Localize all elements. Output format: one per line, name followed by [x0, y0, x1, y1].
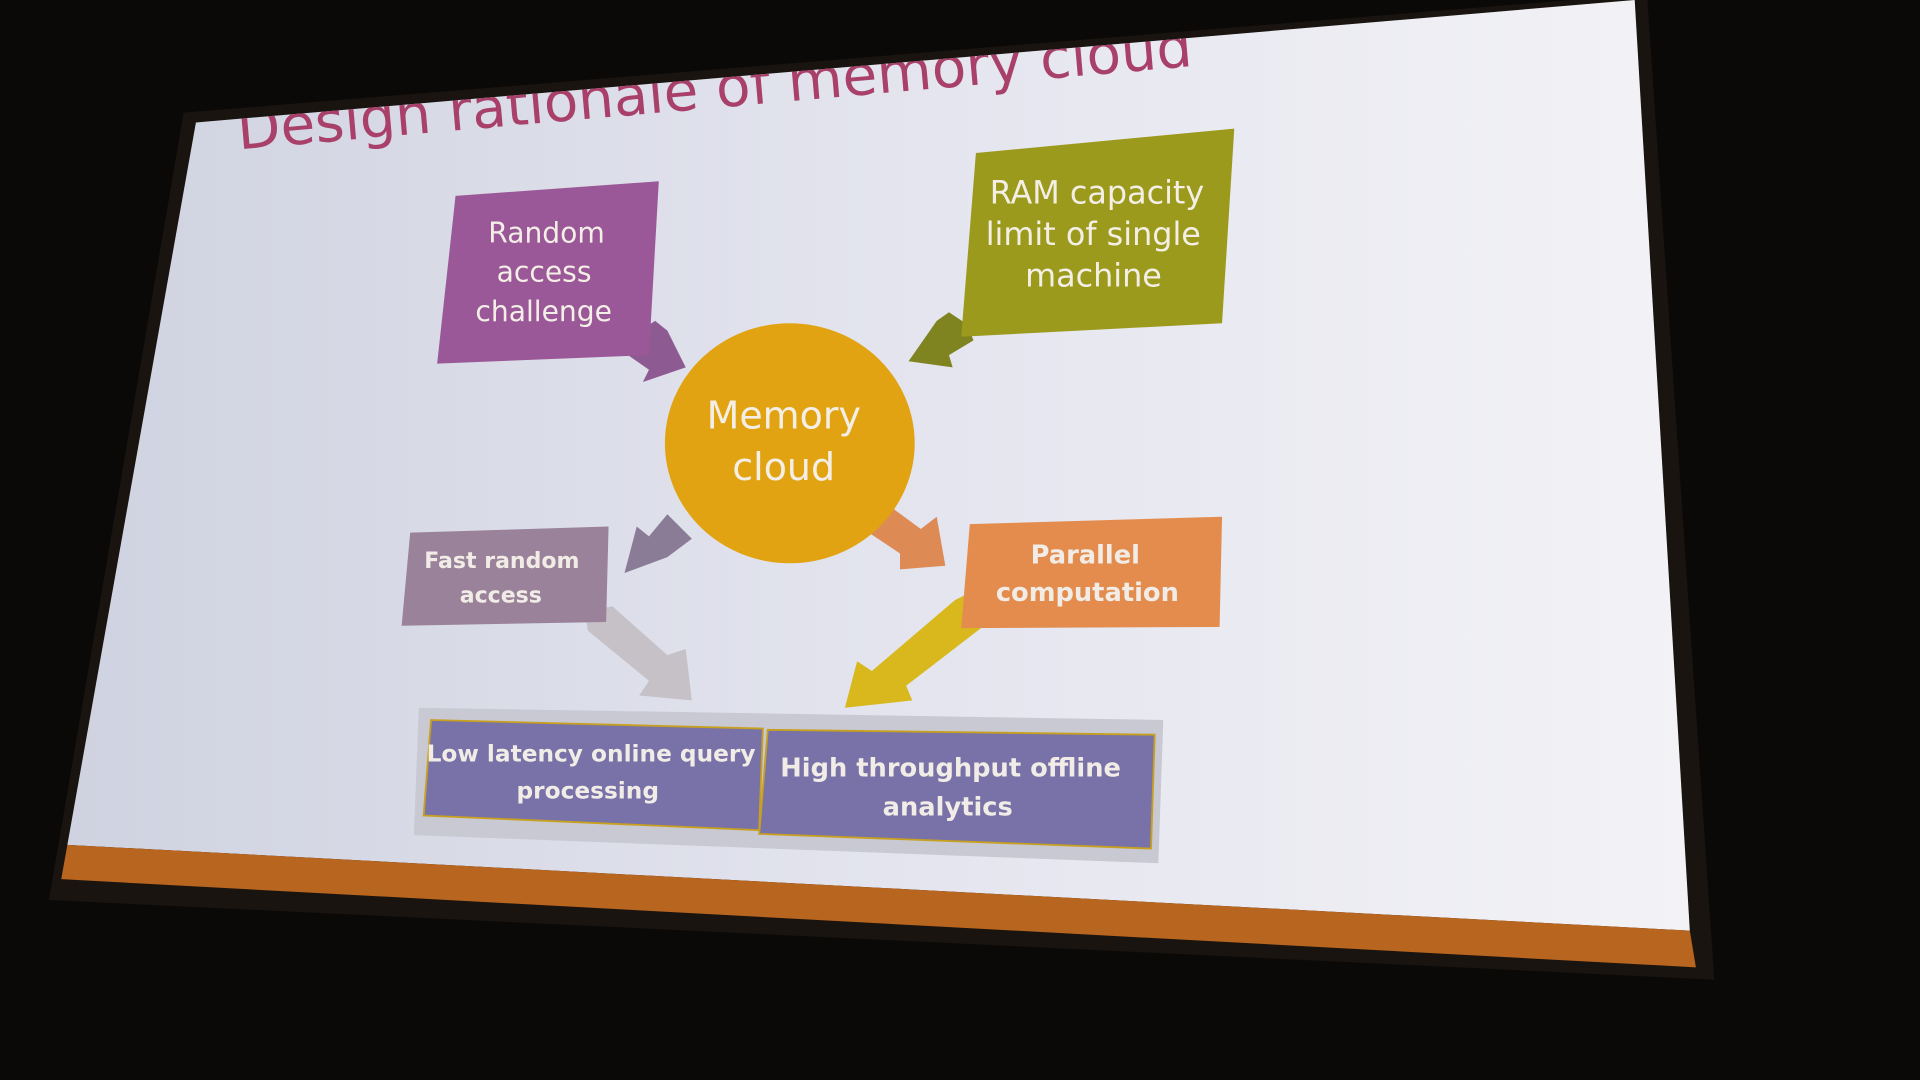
parallel-computation-label: Parallel computation	[996, 540, 1179, 608]
box-high-throughput-analytics	[758, 728, 1156, 850]
arrow-fast-random-to-outcomes	[585, 606, 692, 701]
ram-capacity-label: RAM capacity limit of single machine	[986, 173, 1215, 294]
arrow-parallel-to-outcomes	[844, 593, 986, 708]
box-parallel-computation	[961, 516, 1223, 629]
box-random-access-challenge	[437, 181, 659, 364]
circle-memory-cloud	[664, 323, 915, 564]
random-access-label: Random access challenge	[475, 216, 613, 327]
box-fast-random-access	[401, 526, 609, 626]
box-ram-capacity-limit	[961, 128, 1235, 337]
low-latency-label: Low latency online query processing	[427, 741, 764, 805]
box-low-latency-query	[422, 719, 764, 832]
fast-random-access-label: Fast random access	[424, 549, 587, 608]
memory-cloud-label: Memory cloud	[707, 394, 873, 489]
screen-bottom-strip	[61, 844, 1696, 968]
arrow-cloud-to-fast-random	[624, 514, 692, 574]
arrow-ram-to-cloud	[908, 312, 974, 368]
high-throughput-label: High throughput offline analytics	[780, 753, 1130, 822]
